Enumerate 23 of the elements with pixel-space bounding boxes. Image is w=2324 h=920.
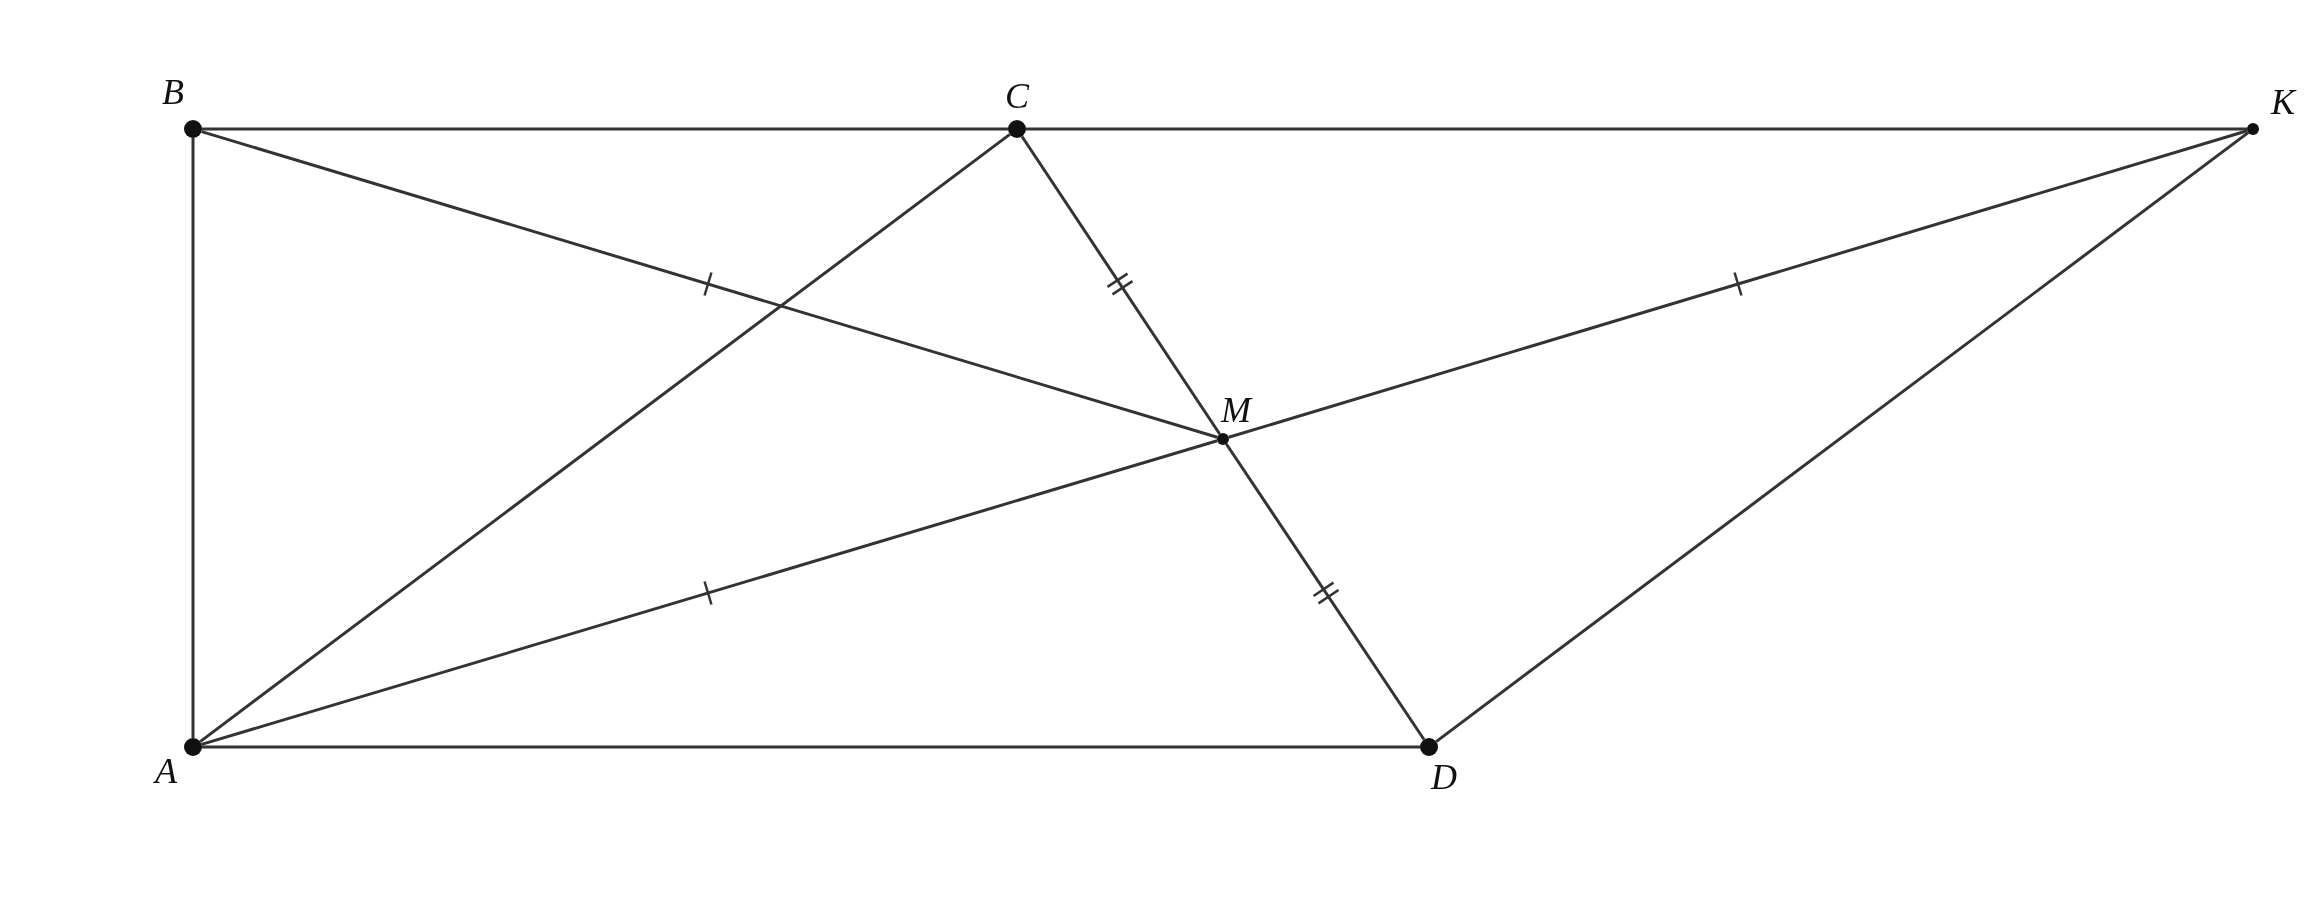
line-segment: [202, 127, 1008, 131]
point-label: K: [2271, 84, 2295, 120]
line-segment: [201, 130, 1218, 439]
line-segment: [1225, 443, 1426, 741]
point: [184, 120, 202, 138]
point-label: D: [1431, 759, 1457, 795]
point: [1008, 120, 1026, 138]
point: [1217, 433, 1229, 445]
point: [184, 738, 202, 756]
point-label: C: [1005, 78, 1029, 114]
line-segment: [191, 138, 195, 738]
line-segment: [1020, 135, 1221, 435]
point-label: A: [155, 753, 177, 789]
point: [2247, 123, 2259, 135]
line-segment: [1026, 127, 2247, 131]
line-segment: [1435, 131, 2250, 743]
line-segment: [1228, 129, 2248, 439]
line-segment: [199, 133, 1011, 743]
point-label: M: [1221, 392, 1251, 428]
line-segment: [202, 745, 1420, 749]
point-label: B: [162, 74, 184, 110]
line-segment: [201, 439, 1218, 746]
point: [1420, 738, 1438, 756]
